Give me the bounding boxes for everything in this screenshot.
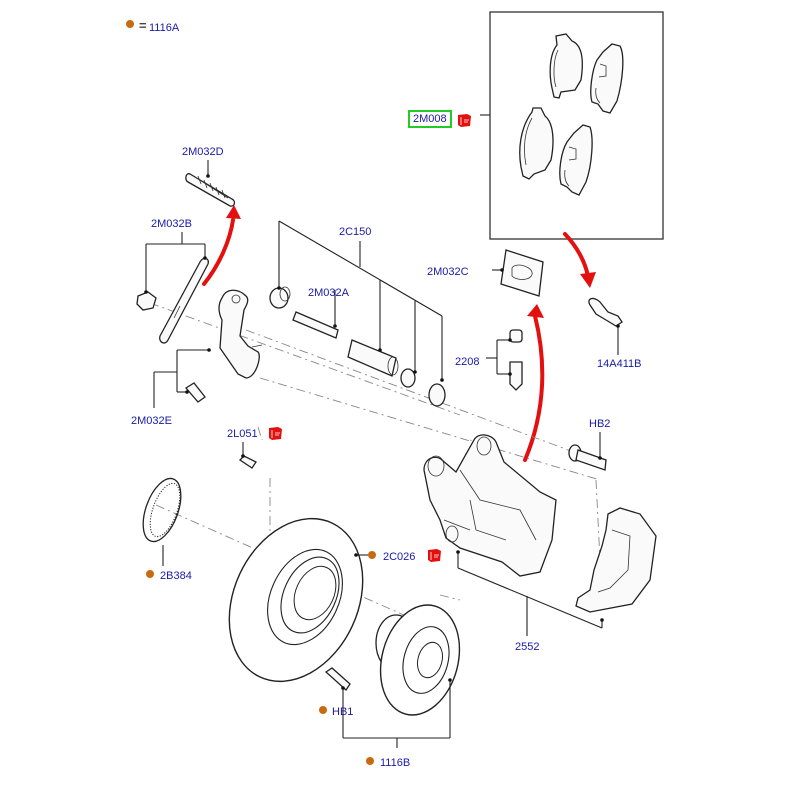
wear-sensor-part[interactable] bbox=[588, 297, 623, 355]
legend-equals: = bbox=[139, 18, 147, 33]
brake-pad-kit[interactable] bbox=[480, 11, 664, 240]
assembly-arrows bbox=[202, 205, 596, 462]
label-hb1[interactable]: HB1 bbox=[332, 706, 354, 718]
hub-part[interactable] bbox=[369, 596, 471, 724]
reference-dot-icon bbox=[146, 570, 154, 578]
label-2m008[interactable]: 2M008 bbox=[408, 110, 452, 128]
info-flag-icon[interactable] bbox=[269, 427, 282, 440]
wheel-stud-part[interactable] bbox=[324, 667, 452, 748]
seal-kit-part[interactable] bbox=[269, 220, 446, 407]
bracket-part[interactable] bbox=[153, 289, 263, 408]
reference-dot-icon bbox=[319, 706, 327, 714]
reference-dot-icon bbox=[368, 551, 376, 559]
brake-disc-part[interactable] bbox=[204, 497, 388, 703]
label-2m032e[interactable]: 2M032E bbox=[131, 415, 172, 427]
bolt-2l051-part[interactable] bbox=[238, 442, 257, 469]
caliper-bracket-part[interactable] bbox=[575, 507, 657, 613]
spring-part[interactable] bbox=[185, 160, 236, 207]
label-2m032d[interactable]: 2M032D bbox=[182, 146, 224, 158]
lever-part[interactable] bbox=[136, 232, 209, 344]
caliper-leaders bbox=[456, 550, 604, 636]
legend-reference-label[interactable]: 1116A bbox=[149, 22, 180, 34]
reference-dot-icon bbox=[126, 20, 134, 28]
label-2c150[interactable]: 2C150 bbox=[339, 226, 372, 238]
label-2m032b[interactable]: 2M032B bbox=[151, 218, 192, 230]
info-flag-icon[interactable] bbox=[458, 114, 471, 127]
label-2m032c[interactable]: 2M032C bbox=[427, 266, 469, 278]
label-2m032a[interactable]: 2M032A bbox=[308, 287, 349, 299]
label-2l051[interactable]: 2L051 bbox=[227, 428, 258, 440]
label-2552[interactable]: 2552 bbox=[515, 641, 540, 653]
info-flag-icon[interactable] bbox=[428, 549, 441, 562]
label-2b384[interactable]: 2B384 bbox=[160, 570, 192, 582]
reference-dot-icon bbox=[366, 757, 374, 765]
bleed-screw-part[interactable] bbox=[486, 329, 523, 391]
bolt-hb2-part[interactable] bbox=[568, 432, 607, 471]
label-1116b[interactable]: 1116B bbox=[380, 757, 411, 769]
caliper-part[interactable] bbox=[423, 434, 557, 577]
label-2208[interactable]: 2208 bbox=[455, 356, 480, 368]
anti-rattle-clip-part[interactable] bbox=[492, 249, 544, 297]
abs-ring-part[interactable] bbox=[136, 474, 189, 566]
label-2c026[interactable]: 2C026 bbox=[383, 551, 416, 563]
label-14a411b[interactable]: 14A411B bbox=[597, 358, 642, 370]
label-hb2[interactable]: HB2 bbox=[589, 418, 611, 430]
